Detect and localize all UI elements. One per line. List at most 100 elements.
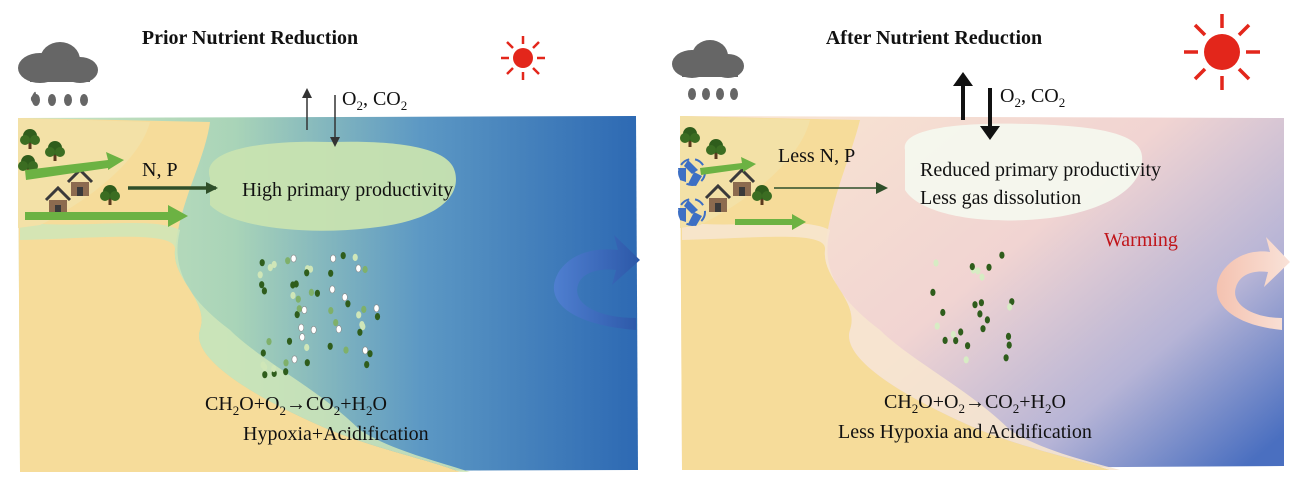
- outcome-label: Hypoxia+Acidification: [243, 423, 429, 445]
- particle: [259, 259, 265, 267]
- particle: [283, 359, 289, 367]
- particle: [290, 291, 296, 300]
- particle: [267, 264, 273, 272]
- particle: [271, 365, 277, 373]
- particle: [285, 257, 291, 265]
- particle: [304, 269, 310, 277]
- curved-arrow-icon: [553, 235, 640, 330]
- nutrient-label: Less N, P: [778, 145, 855, 167]
- particle: [261, 287, 267, 295]
- particle: [296, 305, 302, 313]
- particle: [972, 301, 978, 309]
- particle: [298, 323, 305, 332]
- particle: [953, 337, 959, 345]
- particle: [341, 293, 348, 302]
- bloom-label-line1: Reduced primary productivity: [920, 159, 1161, 181]
- particle: [979, 273, 985, 281]
- particle: [310, 325, 317, 334]
- bloom-label: High primary productivity: [242, 179, 453, 201]
- particle: [290, 281, 296, 289]
- particle: [295, 295, 301, 303]
- left-panel: Prior Nutrient Reduction: [18, 27, 638, 472]
- particle: [969, 263, 975, 271]
- particle: [352, 253, 358, 261]
- particle: [963, 356, 969, 364]
- particle: [299, 333, 306, 342]
- particle: [308, 288, 314, 296]
- runoff-arrow-1: [25, 152, 124, 180]
- particle: [343, 346, 349, 354]
- particle: [958, 328, 964, 336]
- particle: [271, 260, 277, 269]
- particle: [1007, 303, 1013, 311]
- particle: [304, 359, 310, 367]
- particle: [266, 338, 272, 346]
- particle: [933, 259, 939, 267]
- sun-icon: [501, 36, 545, 80]
- particle: [304, 343, 310, 352]
- particle: [327, 342, 333, 350]
- sun-icon: [1184, 14, 1260, 90]
- rain-cloud-icon: [672, 40, 744, 100]
- right-panel: After Nutrient Reduction: [672, 14, 1290, 470]
- particle: [328, 269, 334, 277]
- runoff-arrow-1: [700, 157, 756, 175]
- particle: [986, 263, 992, 271]
- particle: [374, 313, 381, 321]
- particle: [314, 289, 320, 297]
- particle: [257, 271, 263, 279]
- sinking-particles: [930, 251, 1015, 364]
- particle: [942, 336, 948, 344]
- particle: [362, 265, 368, 274]
- particle: [950, 330, 956, 339]
- particle: [259, 281, 265, 289]
- particle: [965, 342, 971, 350]
- particle: [978, 299, 985, 307]
- gas-label: O2, CO2: [1000, 85, 1065, 110]
- right-panel-title: After Nutrient Reduction: [826, 27, 1042, 49]
- particle: [286, 337, 293, 345]
- particle: [367, 350, 373, 358]
- particle: [262, 371, 268, 379]
- nearshore-plume: [20, 222, 470, 472]
- particle: [977, 310, 983, 318]
- particle: [356, 311, 362, 319]
- bloom-area: [208, 141, 456, 231]
- runoff-arrow-2: [735, 214, 806, 230]
- particle: [260, 349, 266, 357]
- curved-arrow-icon: [1216, 237, 1290, 330]
- particle: [329, 285, 336, 294]
- rain-cloud-icon: [18, 42, 98, 106]
- particle: [1003, 354, 1009, 362]
- particle: [361, 305, 367, 313]
- nutrient-label: N, P: [142, 159, 178, 181]
- particle: [330, 254, 336, 263]
- particle: [934, 322, 940, 330]
- runoff-arrow-2: [25, 205, 188, 227]
- particle: [345, 300, 351, 308]
- reaction-equation: CH2O+O2→CO2+H2O: [205, 393, 387, 418]
- particle: [340, 252, 346, 260]
- particle: [362, 346, 369, 355]
- bloom-label-line2: Less gas dissolution: [920, 187, 1081, 209]
- particle: [283, 368, 289, 376]
- coast-sand: [18, 118, 460, 472]
- particle: [355, 264, 362, 273]
- particle: [301, 306, 308, 314]
- gas-label: O2, CO2: [342, 88, 407, 113]
- particle: [294, 311, 300, 319]
- reaction-equation: CH2O+O2→CO2+H2O: [884, 391, 1066, 416]
- particle: [291, 355, 298, 364]
- warming-label: Warming: [1104, 229, 1178, 251]
- particle: [1009, 298, 1015, 306]
- particle: [364, 361, 370, 369]
- coast-sand: [680, 116, 1110, 470]
- particle: [357, 328, 363, 336]
- particle: [290, 254, 297, 263]
- particle: [940, 308, 946, 317]
- left-panel-title: Prior Nutrient Reduction: [142, 27, 358, 49]
- bloom-area: [904, 123, 1143, 221]
- particle: [360, 323, 366, 331]
- particle: [335, 325, 342, 334]
